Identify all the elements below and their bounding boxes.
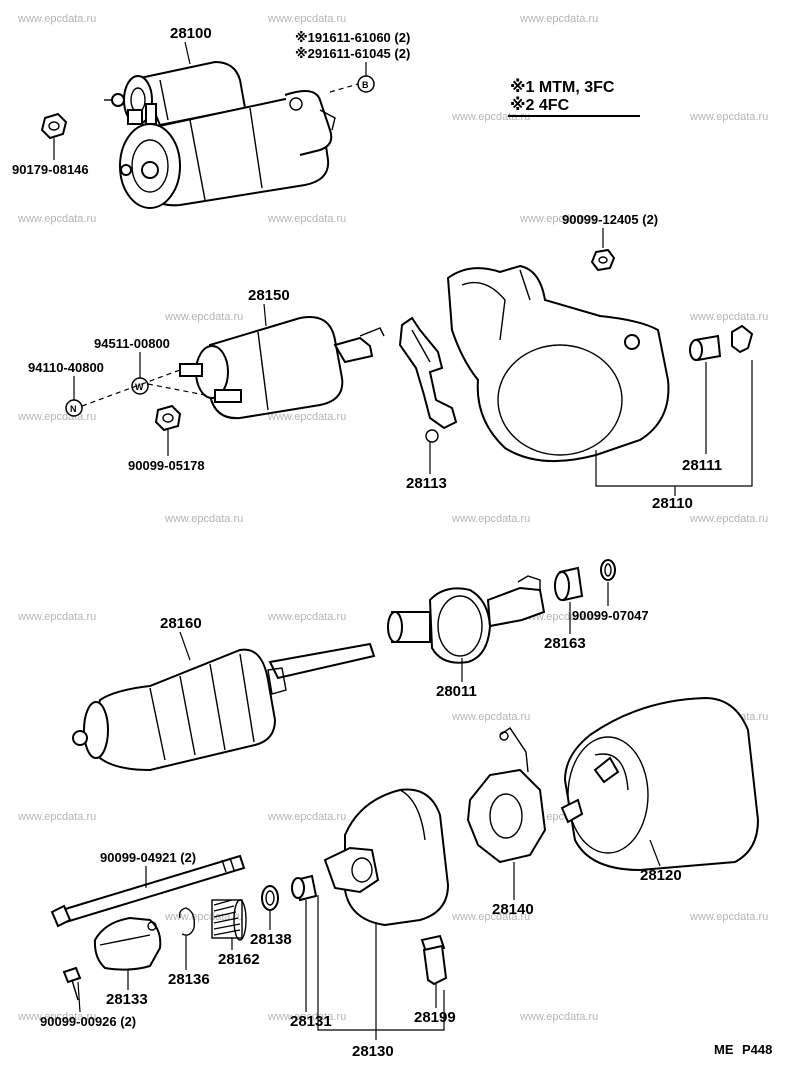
- drive-lever-drawing: [398, 316, 458, 443]
- watermark-text: www.epcdata.ru: [267, 611, 346, 623]
- marker-b-text: B: [362, 80, 369, 90]
- magnetic-switch-drawing: [179, 316, 385, 420]
- terminal-cap-drawing: [420, 934, 448, 986]
- nut-drawing: [40, 112, 68, 140]
- watermark-text: www.epcdata.ru: [17, 213, 96, 225]
- yoke-drawing: [560, 696, 760, 872]
- label-bearing: 28131: [290, 1013, 332, 1030]
- label-bushing: 28111: [682, 457, 722, 474]
- label-cap: 28199: [414, 1009, 456, 1026]
- watermark-text: www.epcdata.ru: [689, 911, 768, 923]
- starter-assembly-drawing: [104, 60, 336, 209]
- watermark-text: www.epcdata.ru: [267, 1011, 346, 1023]
- watermark-text: www.epcdata.ru: [689, 311, 768, 323]
- collar-drawing: [554, 566, 584, 602]
- through-bolt-drawing: [50, 854, 246, 928]
- label-lever: 28113: [406, 475, 447, 492]
- label-clutch: 28011: [436, 683, 477, 700]
- watermark-text: www.epcdata.ru: [267, 13, 346, 25]
- spring-washer-drawing: [261, 885, 279, 911]
- label-cover: 28133: [106, 991, 148, 1008]
- watermark-text: www.epcdata.ru: [519, 213, 598, 225]
- brush-holder-drawing: [466, 727, 547, 864]
- end-frame-drawing: [323, 788, 450, 927]
- marker-n: N: [65, 399, 83, 417]
- label-nut-housing: 90099-12405 (2): [562, 212, 658, 227]
- label-collar: 28163: [544, 635, 586, 652]
- label-armature: 28160: [160, 615, 202, 632]
- watermark-text: www.epcdata.ru: [451, 711, 530, 723]
- marker-w: W: [131, 377, 149, 395]
- label-starter-assy: 28100: [170, 25, 212, 42]
- watermark-text: www.epcdata.ru: [17, 411, 96, 423]
- watermark-text: www.epcdata.ru: [451, 911, 530, 923]
- watermark-text: www.epcdata.ru: [17, 1011, 96, 1023]
- cover-screw-drawing: [62, 966, 82, 1001]
- label-spring: 28162: [218, 951, 260, 968]
- watermark-text: www.epcdata.ru: [164, 911, 243, 923]
- watermark-text: www.epcdata.ru: [164, 311, 243, 323]
- note-2: ※2 4FC: [510, 96, 570, 114]
- watermark-text: www.epcdata.ru: [17, 13, 96, 25]
- marker-b: B: [357, 75, 375, 93]
- armature-drawing: [72, 642, 376, 772]
- watermark-text: www.epcdata.ru: [267, 811, 346, 823]
- label-switch-assy: 28150: [248, 287, 290, 304]
- watermark-text: www.epcdata.ru: [451, 513, 530, 525]
- label-washer-spring: 28138: [250, 931, 292, 948]
- label-nut-switch-bottom: 90099-05178: [128, 458, 205, 473]
- note-1: ※1 MTM, 3FC: [510, 78, 615, 96]
- end-cover-drawing: [93, 916, 162, 971]
- switch-nut-drawing: [154, 404, 182, 432]
- label-housing: 28110: [652, 495, 693, 512]
- label-bolt-note2: ※291611-61045 (2): [295, 46, 410, 61]
- marker-w-text: W: [135, 382, 144, 392]
- spring-drawing: [211, 899, 247, 941]
- watermark-text: www.epcdata.ru: [451, 111, 530, 123]
- watermark-text: www.epcdata.ru: [17, 811, 96, 823]
- label-nut-switch: 94110-40800: [28, 360, 104, 375]
- watermark-text: www.epcdata.ru: [267, 213, 346, 225]
- footer-code: ME: [714, 1042, 734, 1057]
- label-screw: 90099-00926 (2): [40, 1014, 136, 1029]
- label-brush-holder: 28140: [492, 901, 534, 918]
- label-end-frame: 28130: [352, 1043, 394, 1060]
- starter-clutch-drawing: [387, 575, 546, 664]
- housing-nut-drawing: [590, 248, 616, 272]
- drive-housing-drawing: [446, 264, 670, 463]
- footer-page: P448: [742, 1042, 772, 1057]
- retainer-drawing: [178, 907, 196, 936]
- watermark-text: www.epcdata.ru: [689, 111, 768, 123]
- watermark-text: www.epcdata.ru: [519, 1011, 598, 1023]
- watermark-text: www.epcdata.ru: [519, 13, 598, 25]
- watermark-text: www.epcdata.ru: [17, 611, 96, 623]
- label-nut-top-left: 90179-08146: [12, 162, 89, 177]
- bearing-drawing: [291, 874, 318, 902]
- watermark-text: www.epcdata.ru: [689, 513, 768, 525]
- snap-ring-drawing: [600, 559, 616, 581]
- bushing-drawing: [689, 324, 754, 362]
- watermark-text: www.epcdata.ru: [267, 411, 346, 423]
- watermark-text: www.epcdata.ru: [164, 513, 243, 525]
- label-bolt-note1: ※191611-61060 (2): [295, 30, 410, 45]
- label-yoke: 28120: [640, 867, 682, 884]
- label-retainer: 28136: [168, 971, 210, 988]
- label-washer: 94511-00800: [94, 336, 170, 351]
- marker-n-text: N: [70, 404, 77, 414]
- label-ring: 90099-07047: [572, 608, 649, 623]
- label-through-bolt: 90099-04921 (2): [100, 850, 196, 865]
